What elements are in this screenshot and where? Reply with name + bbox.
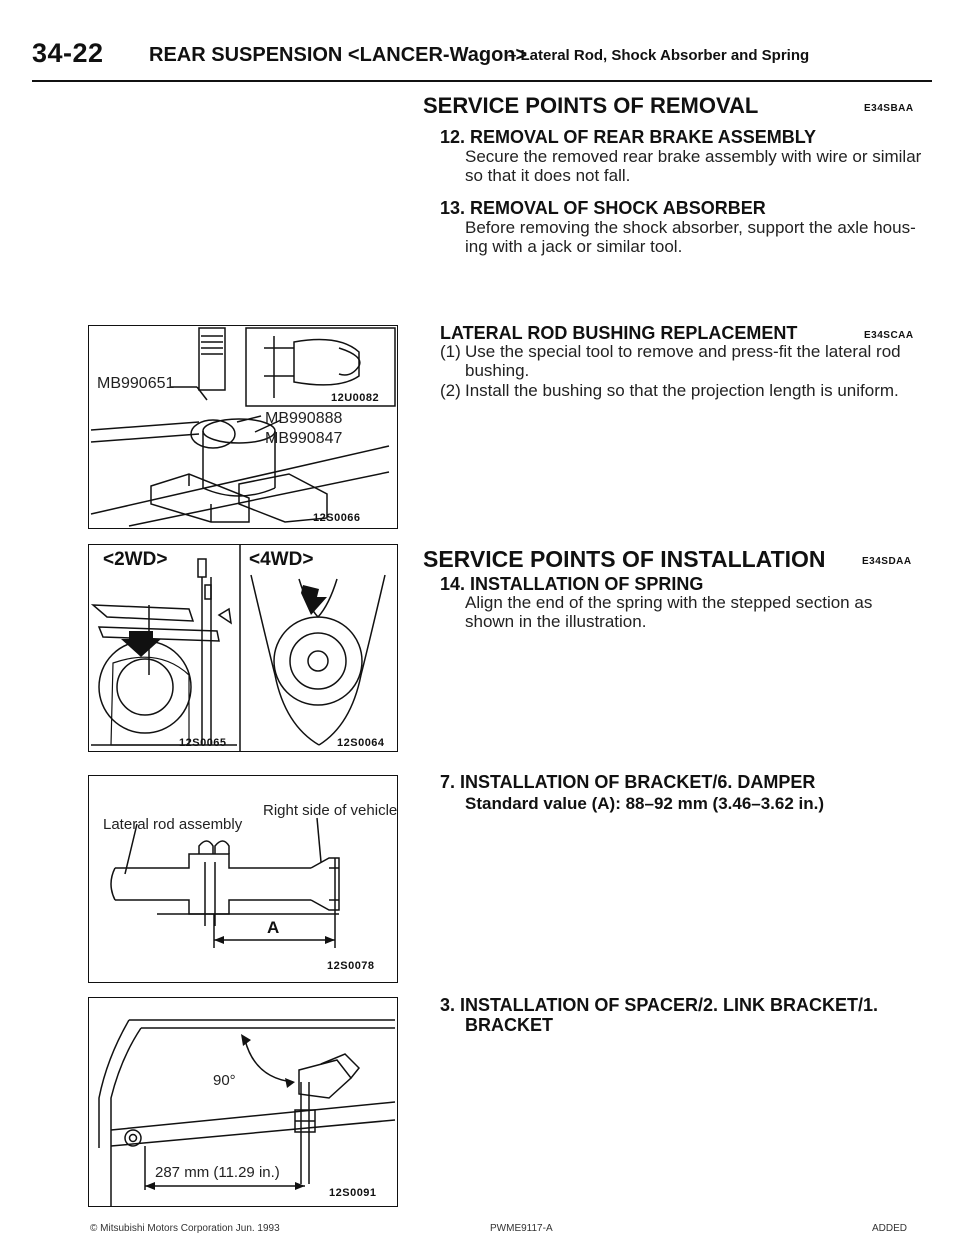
footer-doc-number: PWME9117-A (490, 1223, 553, 1234)
bushing-step-1-num: (1) (440, 342, 461, 361)
removal-item-13-line1: Before removing the shock absorber, supp… (465, 218, 916, 237)
removal-item-12-line1: Secure the removed rear brake assembly w… (465, 147, 922, 166)
figure-bracket-damper: Lateral rod assembly Right side of vehic… (88, 775, 398, 983)
install-spring-line2: shown in the illustration. (465, 612, 647, 631)
page-number: 34-22 (32, 38, 104, 68)
inset-code: 12U0082 (331, 392, 380, 404)
bushing-step-2-line1: Install the bushing so that the projecti… (465, 381, 899, 400)
install-spacer-title-line2: BRACKET (465, 1015, 553, 1035)
footer-added: ADDED (872, 1223, 908, 1234)
page-title: REAR SUSPENSION <LANCER-Wagon> (149, 44, 528, 66)
figure-bushing-tool: MB990651 MB990888 MB990847 12U0082 12S00… (88, 325, 398, 529)
spacer-bracket-illustration (98, 1019, 396, 1206)
figure-code-right: 12S0064 (337, 737, 385, 749)
bushing-step-1-line2: bushing. (465, 361, 530, 380)
label-lateral-rod-assembly: Lateral rod assembly (103, 816, 243, 833)
tool-label-mb990888: MB990888 (265, 410, 343, 427)
removal-item-13-line2: ing with a jack or similar tool. (465, 237, 683, 256)
removal-code: E34SBAA (864, 103, 914, 114)
bushing-code: E34SCAA (864, 330, 914, 341)
figure-code: 12S0066 (313, 512, 361, 524)
install-spring-title: 14. INSTALLATION OF SPRING (440, 574, 704, 594)
label-2wd: <2WD> (103, 549, 168, 570)
installation-code: E34SDAA (862, 556, 912, 567)
bushing-tool-illustration (90, 327, 396, 527)
page-header: 34-22 REAR SUSPENSION <LANCER-Wagon> – L… (32, 34, 932, 82)
standard-value-a: Standard value (A): 88–92 mm (3.46–3.62 … (465, 794, 825, 813)
label-4wd: <4WD> (249, 549, 314, 570)
installation-heading: SERVICE POINTS OF INSTALLATION (423, 546, 826, 572)
page-subtitle: – Lateral Rod, Shock Absorber and Spring (508, 47, 810, 64)
figure-spacer-bracket: 90° 287 mm (11.29 in.) 12S0091 (88, 997, 398, 1207)
removal-item-12-title: 12. REMOVAL OF REAR BRAKE ASSEMBLY (440, 127, 817, 147)
spring-alignment-illustration (90, 545, 386, 751)
dimension-label-a: A (267, 918, 280, 937)
removal-item-12-line2: so that it does not fall. (465, 166, 631, 185)
figure-code: 12S0091 (329, 1187, 377, 1199)
install-bracket-title: 7. INSTALLATION OF BRACKET/6. DAMPER (440, 772, 816, 792)
dimension-label-287mm: 287 mm (11.29 in.) (155, 1164, 280, 1181)
angle-label: 90° (213, 1072, 236, 1089)
figure-code: 12S0078 (327, 960, 375, 972)
figure-code-left: 12S0065 (179, 737, 227, 749)
bushing-step-2-num: (2) (440, 381, 461, 400)
removal-heading: SERVICE POINTS OF REMOVAL (423, 93, 759, 118)
removal-item-13-title: 13. REMOVAL OF SHOCK ABSORBER (440, 198, 766, 218)
bracket-damper-illustration (110, 817, 340, 948)
bushing-step-1-line1: Use the special tool to remove and press… (465, 342, 901, 361)
figure-spring-alignment: <2WD> <4WD> 12S0065 12S0064 (88, 544, 398, 752)
tool-label-mb990847: MB990847 (265, 430, 343, 447)
install-spring-line1: Align the end of the spring with the ste… (465, 593, 873, 612)
footer-copyright: © Mitsubishi Motors Corporation Jun. 199… (90, 1223, 280, 1234)
tool-label-mb990651: MB990651 (97, 375, 175, 392)
bushing-heading: LATERAL ROD BUSHING REPLACEMENT (440, 323, 798, 343)
label-right-side-of-vehicle: Right side of vehicle (263, 802, 398, 819)
install-spacer-title-line1: 3. INSTALLATION OF SPACER/2. LINK BRACKE… (440, 995, 879, 1015)
